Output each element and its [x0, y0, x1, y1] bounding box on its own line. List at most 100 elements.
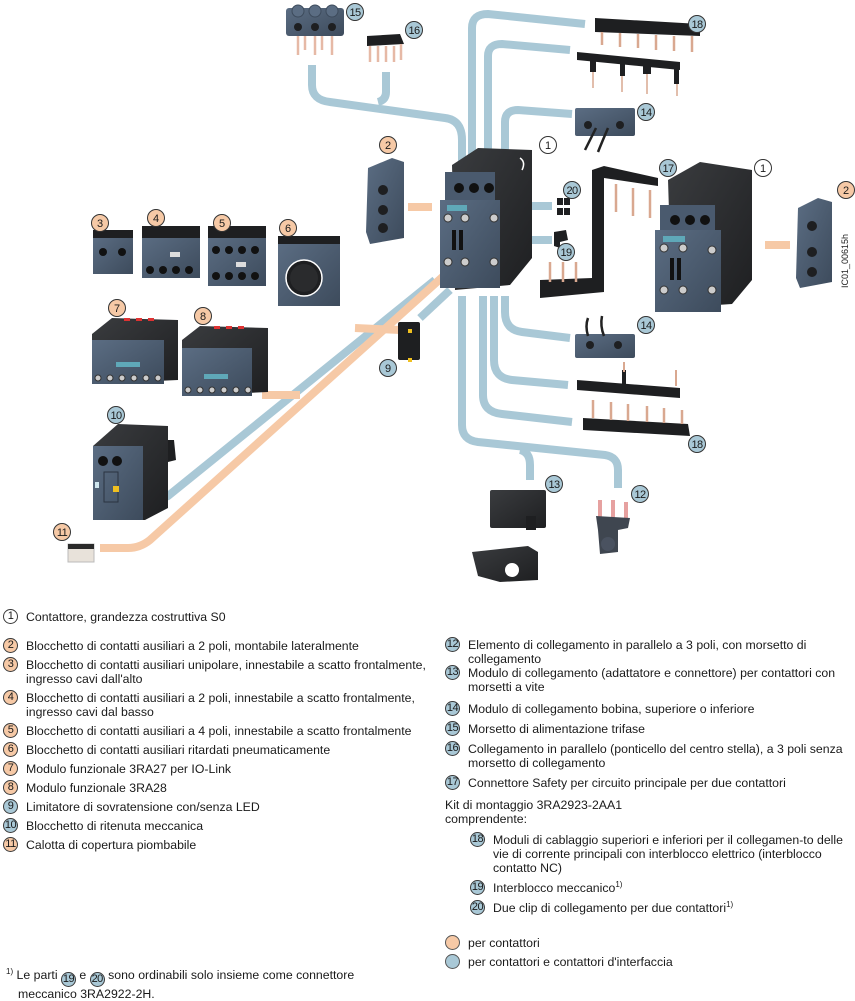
part-2-side-aux-block-right: [796, 198, 832, 288]
callout-circle-icon: [147, 209, 165, 227]
callout-number: 6: [285, 223, 291, 235]
callout-1: 1: [539, 136, 557, 154]
blue-swatch-icon: [445, 954, 460, 969]
line-18-top-b: [484, 39, 571, 175]
legend-item-text: Blocchetto di contatti ausiliari unipola…: [26, 658, 426, 686]
part-15-feeder-terminal: [286, 4, 344, 55]
callout-number: 10: [110, 410, 122, 422]
part-16-star-bridge: [367, 34, 404, 62]
footnote-ref: 1): [615, 879, 623, 889]
callout-number: 12: [634, 489, 646, 501]
footnote-ref: 1): [726, 899, 734, 909]
line-18-bottom-a: [490, 296, 569, 389]
legend-item-text: Blocchetto di contatti ausiliari ritarda…: [26, 743, 331, 757]
callout-circle-icon: [53, 523, 71, 541]
callout-number: 8: [200, 311, 206, 323]
callout-circle-icon: [557, 243, 575, 261]
part-18-bottom-wiring-modules: [577, 362, 690, 436]
legend-item-text: Modulo funzionale 3RA27 per IO-Link: [26, 762, 232, 776]
callout-12: 12: [631, 485, 649, 503]
callout-circle-icon: [405, 21, 423, 39]
callout-17: 17: [659, 159, 677, 177]
callout-number: 20: [566, 185, 578, 197]
callout-circle-icon: [637, 103, 655, 121]
part-18-top-wiring-modules: [577, 18, 700, 96]
legend-item-13: 13 Modulo di collegamento (adattatore e c…: [445, 665, 845, 694]
callout-badge-icon: 4: [3, 690, 18, 705]
part-9-surge-suppressor: [398, 322, 420, 362]
callout-circle-icon: [688, 15, 706, 33]
callout-circle-icon: [91, 214, 109, 232]
part-10-mechanical-latch: [93, 424, 176, 520]
legend-item-text: Blocchetto di ritenuta meccanica: [26, 819, 204, 833]
callout-badge-icon: 6: [3, 742, 18, 757]
callout-badge-icon: 13: [445, 665, 460, 680]
callout-badge-icon: 2: [3, 638, 18, 653]
kit-title-line1: Kit di montaggio 3RA2923-2AA1: [445, 798, 623, 812]
line-18-top: [468, 9, 586, 170]
part-19-mechanical-interlock: [554, 230, 568, 248]
footnote-marker: 1): [6, 966, 14, 976]
callout-badge-icon: 17: [445, 775, 460, 790]
footnote-text-a: Le parti: [16, 968, 58, 982]
callout-badge-icon: 1: [3, 609, 18, 624]
callout-circle-icon: [379, 136, 397, 154]
callout-circle-icon: [279, 219, 297, 237]
kit-title-line2: comprendente:: [445, 812, 528, 826]
line-13-branch: [518, 446, 534, 480]
line-16-to-contactor: [376, 72, 390, 106]
line-14-bottom: [501, 296, 571, 342]
callout-number: 1: [545, 140, 551, 152]
callout-5: 5: [213, 214, 231, 232]
callout-number: 16: [408, 25, 420, 37]
callout-7: 7: [108, 299, 126, 317]
legend-item-text: Limitatore di sovratensione con/senza LE…: [26, 800, 260, 814]
callout-number: 4: [153, 213, 159, 225]
footnote-text-b: sono ordinabili solo insieme come connet…: [108, 968, 355, 982]
callout-number: 5: [219, 218, 225, 230]
legend-item-text: Collegamento in parallelo (ponticello de…: [468, 742, 843, 770]
callout-badge-icon: 20: [470, 900, 485, 915]
key-orange-label: per contattori: [468, 936, 540, 950]
callout-badge-icon: 9: [3, 799, 18, 814]
callout-number: 1: [760, 163, 766, 175]
callout-number: 11: [57, 527, 68, 539]
legend-item-text: Modulo di collegamento bobina, superiore…: [468, 702, 755, 716]
footnote-line2: meccanico 3RA2922-2H.: [18, 987, 155, 1001]
callout-badge-icon: 5: [3, 723, 18, 738]
key-blue-label: per contattori e contattori d'interfacci…: [468, 955, 673, 969]
callout-circle-icon: [631, 485, 649, 503]
callout-number: 2: [385, 140, 391, 152]
callout-4: 4: [147, 209, 165, 227]
callout-number: 13: [548, 479, 560, 491]
callout-circle-icon: [637, 316, 655, 334]
legend-item-text: Elemento di collegamento in parallelo a …: [468, 638, 807, 666]
orange-swatch-icon: [445, 935, 460, 950]
legend-item-6: 6 Blocchetto di contatti ausiliari ritard…: [3, 742, 433, 757]
callout-circle-icon: [379, 359, 397, 377]
callout-number: 18: [691, 19, 703, 31]
callout-14: 14: [637, 316, 655, 334]
callout-14: 14: [637, 103, 655, 121]
part-1-contactor-right: [655, 162, 752, 312]
legend-item-text: Modulo di collegamento (adattatore e con…: [468, 666, 836, 694]
callout-badge-icon: 16: [445, 741, 460, 756]
legend-item-text: Blocchetto di contatti ausiliari a 2 pol…: [26, 691, 415, 719]
key-orange: per contattori: [445, 935, 540, 950]
part-14-coil-module-bottom: [575, 315, 635, 358]
footnote-badge-20: 20: [89, 972, 105, 987]
callout-10: 10: [107, 406, 125, 424]
part-3-aux-block-single-pole: [93, 230, 133, 274]
callout-15: 15: [346, 3, 364, 21]
callout-20: 20: [563, 181, 581, 199]
